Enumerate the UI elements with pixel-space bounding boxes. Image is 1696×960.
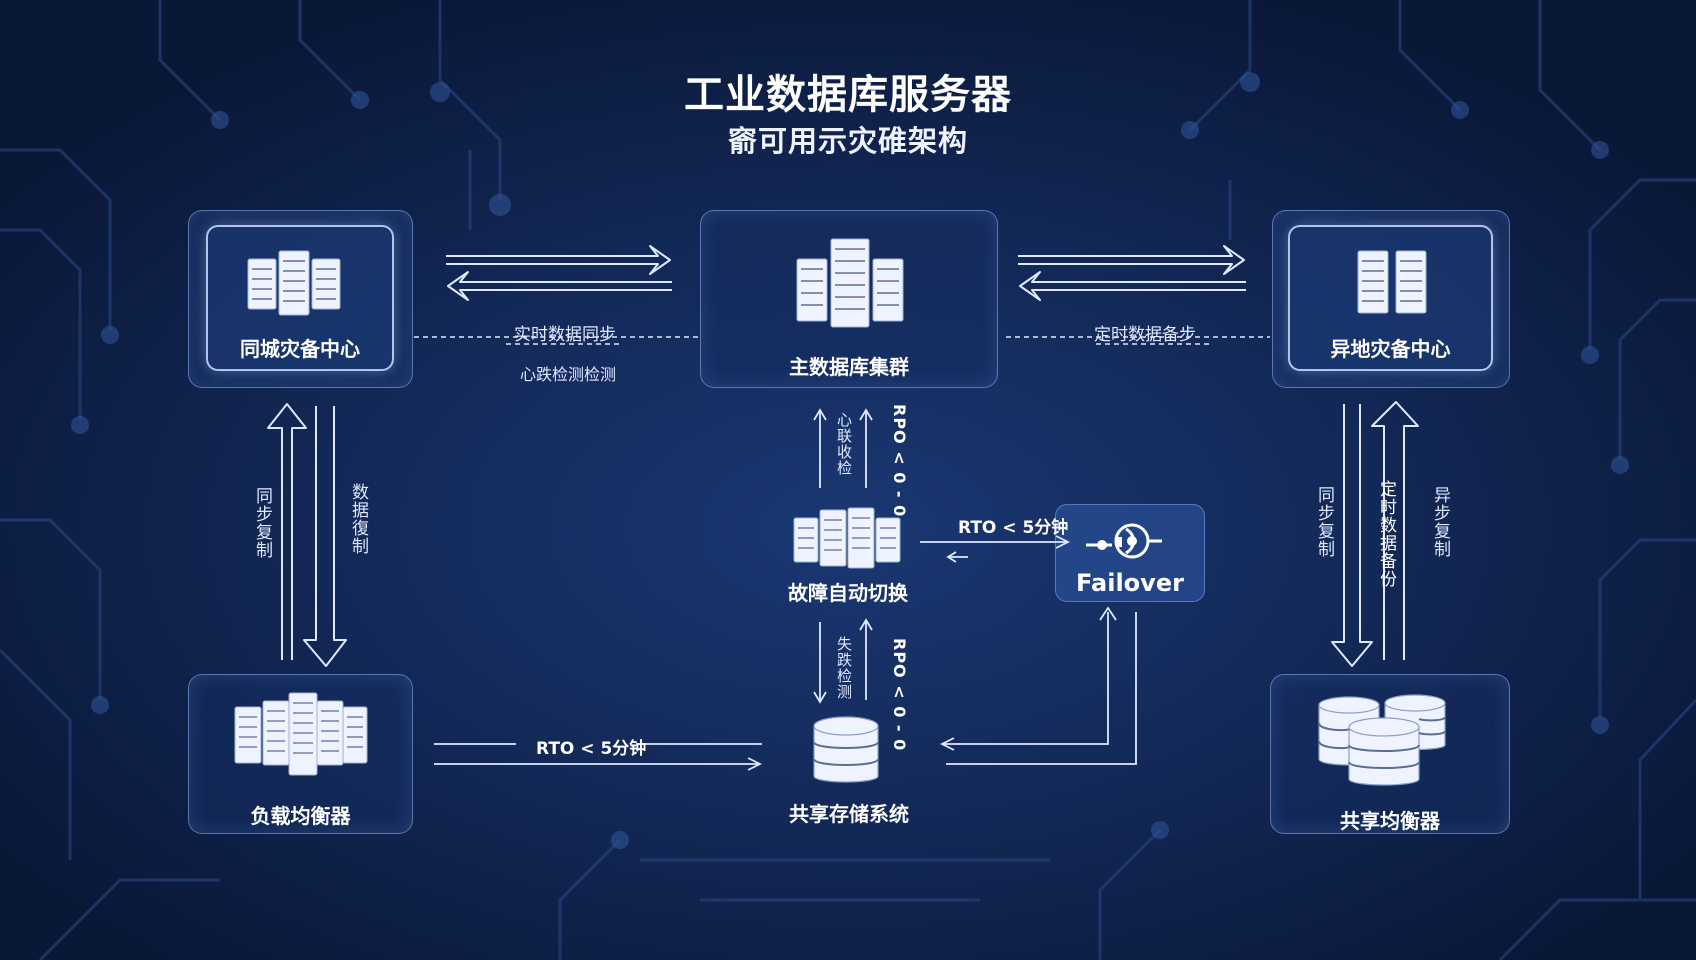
local-dr-label: 同城灾备中心	[240, 337, 360, 361]
rto-bottom-label: RTO < 5分钟	[536, 739, 647, 759]
remote-dr-label: 异地灾备中心	[1330, 337, 1451, 361]
failover-label: Failover	[1076, 569, 1184, 597]
remote-dr-center[interactable]: 异地灾备中心	[1288, 225, 1493, 371]
realtime-sync-label: 实时数据同步	[514, 325, 616, 345]
left-data-backup-label: 数据復制	[348, 483, 368, 555]
load-balancer-label: 负载均衡器	[250, 804, 351, 828]
local-dr-center[interactable]: 同城灾备中心	[206, 225, 394, 371]
server-array-icon	[234, 692, 368, 776]
shared-storage-label: 共享存储系统	[789, 802, 909, 826]
rpo-bottom-label: RPO < 0 - 0	[890, 638, 909, 752]
server-group-icon[interactable]	[792, 504, 904, 572]
primary-cluster-frame[interactable]: 主数据库集群	[700, 210, 998, 388]
server-rack-icon	[247, 250, 341, 316]
right-sync-copy-label: 同步复制	[1314, 486, 1334, 558]
heartbeat-label: 心跌检测检测	[520, 365, 617, 384]
database-cluster-icon	[796, 238, 904, 328]
shared-balancer-label: 共享均衡器	[1340, 809, 1440, 833]
right-scheduled-backup-label: 定时数据备份	[1376, 480, 1396, 588]
page-subtitle: 窬可用示灾碓架构	[727, 124, 968, 158]
load-balancer-frame[interactable]: 负载均衡器	[188, 674, 413, 834]
left-sync-copy-label: 同步复制	[252, 487, 272, 559]
heart-detect-top-label: 心联收检	[835, 412, 853, 476]
database-stack-icon	[1318, 694, 1446, 786]
scheduled-sync-label: 定时数据备步	[1094, 325, 1196, 345]
failover-switch-label: 故障自动切换	[788, 581, 908, 605]
failover-node[interactable]: Failover	[1055, 504, 1205, 602]
primary-cluster-label: 主数据库集群	[789, 355, 909, 379]
right-async-copy-label: 异步复制	[1430, 486, 1450, 558]
rto-mid-label: RTO < 5分钟	[958, 518, 1069, 538]
failover-icon	[1086, 523, 1162, 559]
rpo-top-label: RPO < 0 - 0	[890, 404, 909, 518]
database-icon[interactable]	[810, 714, 882, 788]
shared-balancer-frame[interactable]: 共享均衡器	[1270, 674, 1510, 834]
page-title: 工业数据库服务器	[684, 72, 1012, 118]
server-rack-icon	[1357, 250, 1427, 314]
detect-bottom-label: 失跌检测	[835, 636, 853, 700]
